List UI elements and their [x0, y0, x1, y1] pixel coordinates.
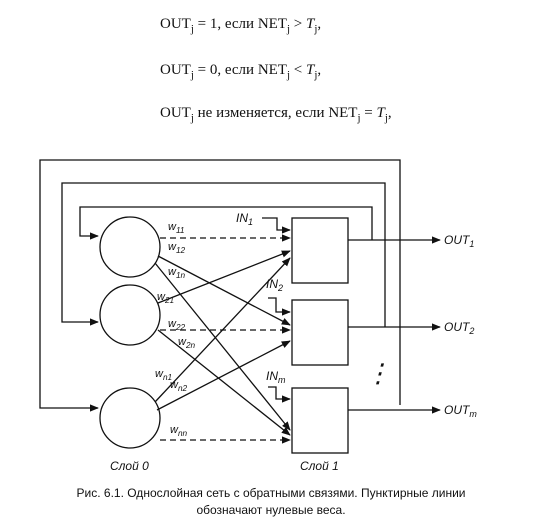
layer0-neuron-2	[99, 284, 161, 346]
connection-w2n	[157, 329, 291, 436]
input-arrow-2	[268, 297, 291, 316]
connection-w12	[157, 255, 291, 326]
caption-line-2: обозначают нулевые веса.	[196, 503, 346, 517]
output-label-m: OUTm	[444, 403, 477, 419]
layer0-neuron-1	[99, 216, 161, 278]
formula-out-equals-0: OUTj = 0, если NETj < Tj,	[160, 62, 322, 81]
formula-out-unchanged: OUTj не изменяется, если NETj = Tj,	[160, 105, 392, 124]
input-arrow-m	[268, 386, 291, 403]
ellipsis-dots: ⋮	[365, 358, 391, 388]
weight-label-w11: w11	[168, 221, 185, 235]
weight-label-w2n: w2n	[178, 336, 196, 350]
weight-label-w12: w12	[168, 241, 186, 255]
layer0-neuron-n	[99, 387, 161, 449]
input-arrow-1	[262, 217, 291, 234]
weight-label-wnn: wnn	[170, 424, 188, 438]
input-label-1: IN1	[236, 211, 253, 227]
connection-wn1	[154, 257, 291, 403]
input-label-2: IN2	[266, 277, 283, 293]
layer1-neuron-m	[291, 387, 349, 454]
layer1-neuron-1	[291, 217, 349, 284]
hopfield-network-diagram: w11 w12 w1n w21 w22 w2n wn1 wn2 wnn IN1 …	[39, 159, 477, 473]
weight-label-w1n: w1n	[168, 266, 186, 280]
caption-line-1: Рис. 6.1. Однослойная сеть с обратными с…	[76, 486, 466, 500]
formula-out-equals-1: OUTj = 1, если NETj > Tj,	[160, 16, 322, 35]
feedback-loop-outer	[39, 159, 401, 412]
weight-label-w21: w21	[157, 291, 174, 305]
figure-caption: Рис. 6.1. Однослойная сеть с обратными с…	[36, 485, 506, 519]
connection-wn2	[156, 340, 291, 411]
output-label-1: OUT1	[444, 233, 474, 249]
layer1-neuron-2	[291, 299, 349, 366]
layer0-label: Слой 0	[110, 459, 149, 473]
layer1-label: Слой 1	[300, 459, 339, 473]
connection-w21	[157, 250, 291, 304]
input-label-m: INm	[266, 369, 286, 385]
weight-label-wn2: wn2	[170, 379, 188, 393]
weight-label-w22: w22	[168, 318, 186, 332]
feedback-loop-inner	[79, 206, 373, 240]
feedback-loop-middle	[61, 182, 386, 327]
output-label-2: OUT2	[444, 320, 474, 336]
connection-w1n	[154, 262, 291, 431]
